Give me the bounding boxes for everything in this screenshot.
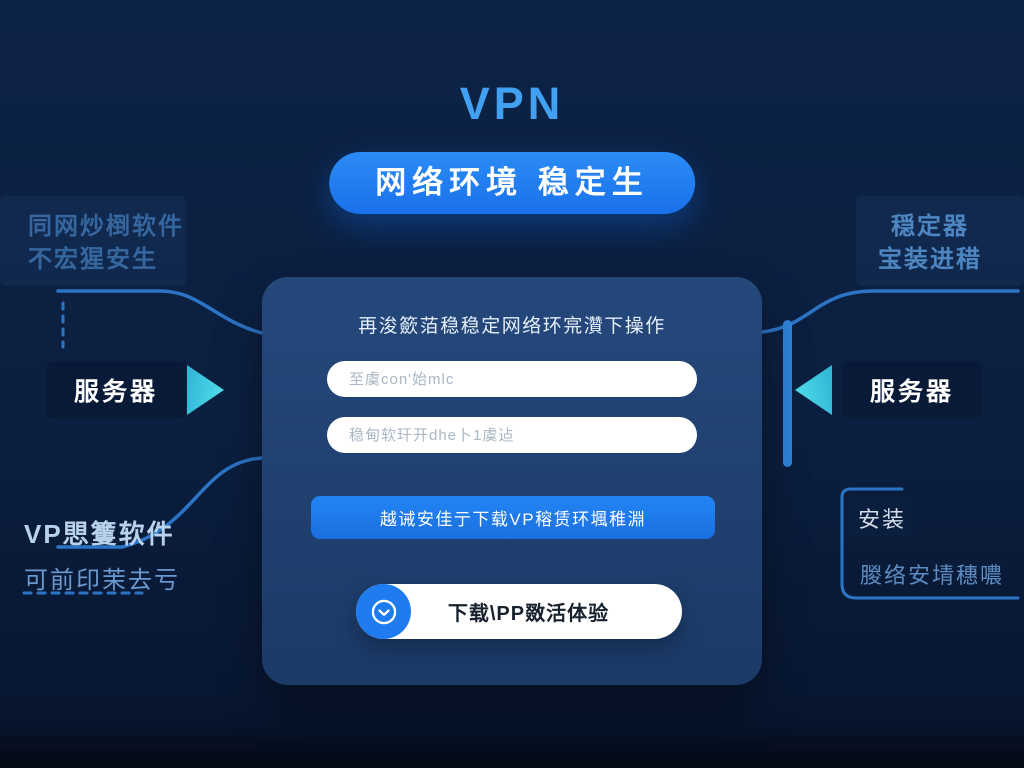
left-bottom-caption-line1: VP愳籆软件 <box>24 519 175 549</box>
left-top-panel <box>0 196 186 286</box>
card-input-1[interactable] <box>327 361 697 397</box>
right-top-caption-line1: 穏定器 <box>891 213 969 240</box>
right-server-label: 服务器 <box>869 378 954 406</box>
arrow-left-icon <box>795 365 832 415</box>
right-top-caption-line2: 宝装进稓 <box>878 246 982 273</box>
left-server-node: 服务器 <box>46 361 186 419</box>
page-title: VPN <box>459 78 565 129</box>
card-input-2[interactable] <box>327 417 697 453</box>
right-top-panel <box>856 196 1024 286</box>
chevron-down-circle-icon <box>356 584 411 639</box>
left-top-caption: 同网炒椡软件 不宏猩安生 <box>28 210 184 276</box>
left-bottom-caption: VP愳籆软件 可前印茉去亏 <box>24 514 180 595</box>
right-server-node: 服务器 <box>842 361 982 419</box>
install-primary-button[interactable]: 越诫安佳亍下载VP穃赁环堸稚淵 <box>311 496 715 539</box>
right-top-caption: 穏定器 宝装进稓 <box>852 210 1008 276</box>
left-bottom-caption-line2: 可前印茉去亏 <box>24 567 180 594</box>
headline-badge: 网络环境 稳定生 <box>329 152 695 214</box>
arrow-right-icon <box>187 365 224 415</box>
download-button-label: 下载\PP敪活体验 <box>447 603 610 625</box>
left-server-label: 服务器 <box>73 378 158 406</box>
card-title: 再浚籨萡稳稳定网络环宺灒下操作 <box>358 316 666 337</box>
right-bottom-caption-line1: 安装 <box>850 500 915 536</box>
download-button[interactable]: 下载\PP敪活体验 <box>356 584 682 639</box>
left-top-caption-line1: 同网炒椡软件 <box>28 213 184 240</box>
center-card: 再浚籨萡稳稳定网络环宺灒下操作 越诫安佳亍下载VP穃赁环堸稚淵 下载\PP敪活体… <box>262 277 762 685</box>
left-top-caption-line2: 不宏猩安生 <box>28 246 158 273</box>
right-bottom-caption-line2: 朡络安埥穗噥 <box>860 563 1005 588</box>
